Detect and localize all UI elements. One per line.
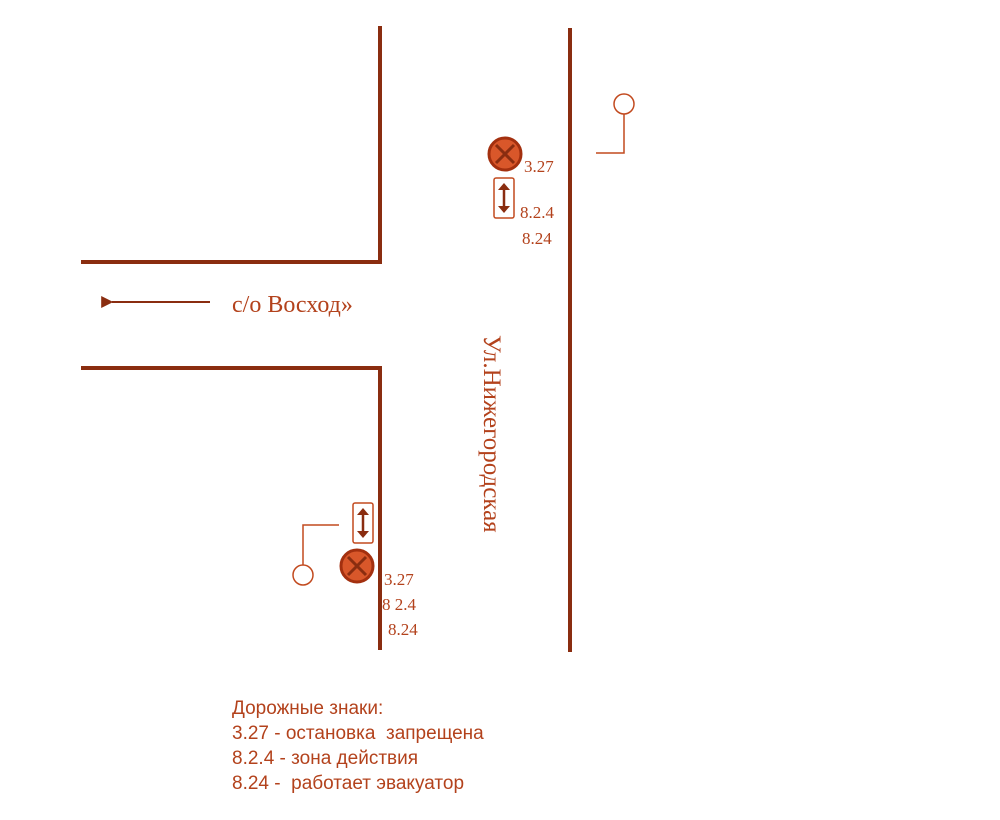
sign-group-bottom: 3.27 8 2.4 8.24 bbox=[339, 502, 418, 639]
sign-code-8-24-bottom: 8.24 bbox=[388, 620, 418, 639]
street-label: Ул.Нижегородская bbox=[478, 335, 505, 533]
legend-item: 3.27 - остановка запрещена bbox=[232, 723, 484, 744]
sign-code-8-2-4-top: 8.2.4 bbox=[520, 203, 555, 222]
no-stopping-sign-icon bbox=[339, 548, 375, 584]
sign-pole-bottom-icon bbox=[292, 524, 339, 586]
direction-label: с/о Восход» bbox=[232, 292, 353, 318]
legend-item: 8.24 - работает эвакуатор bbox=[232, 773, 465, 794]
sign-code-3-27-top: 3.27 bbox=[524, 157, 554, 176]
road-edge-top-left bbox=[81, 26, 382, 264]
legend-title: Дорожные знаки: bbox=[232, 698, 384, 719]
road-edge-bottom-left bbox=[81, 366, 382, 650]
sign-code-3-27-bottom: 3.27 bbox=[384, 570, 414, 589]
no-stopping-sign-icon bbox=[487, 136, 523, 172]
sign-code-8-2-4-bottom: 8 2.4 bbox=[382, 595, 417, 614]
sign-code-8-24-top: 8.24 bbox=[522, 229, 552, 248]
legend-item: 8.2.4 - зона действия bbox=[232, 748, 419, 769]
sign-pole-top-icon bbox=[596, 93, 635, 154]
sign-group-top: 3.27 8.2.4 8.24 bbox=[487, 136, 555, 248]
zone-arrows-sign-icon bbox=[493, 177, 515, 219]
legend: Дорожные знаки: 3.27 - остановка запреще… bbox=[232, 696, 484, 796]
zone-arrows-sign-icon bbox=[352, 502, 374, 544]
